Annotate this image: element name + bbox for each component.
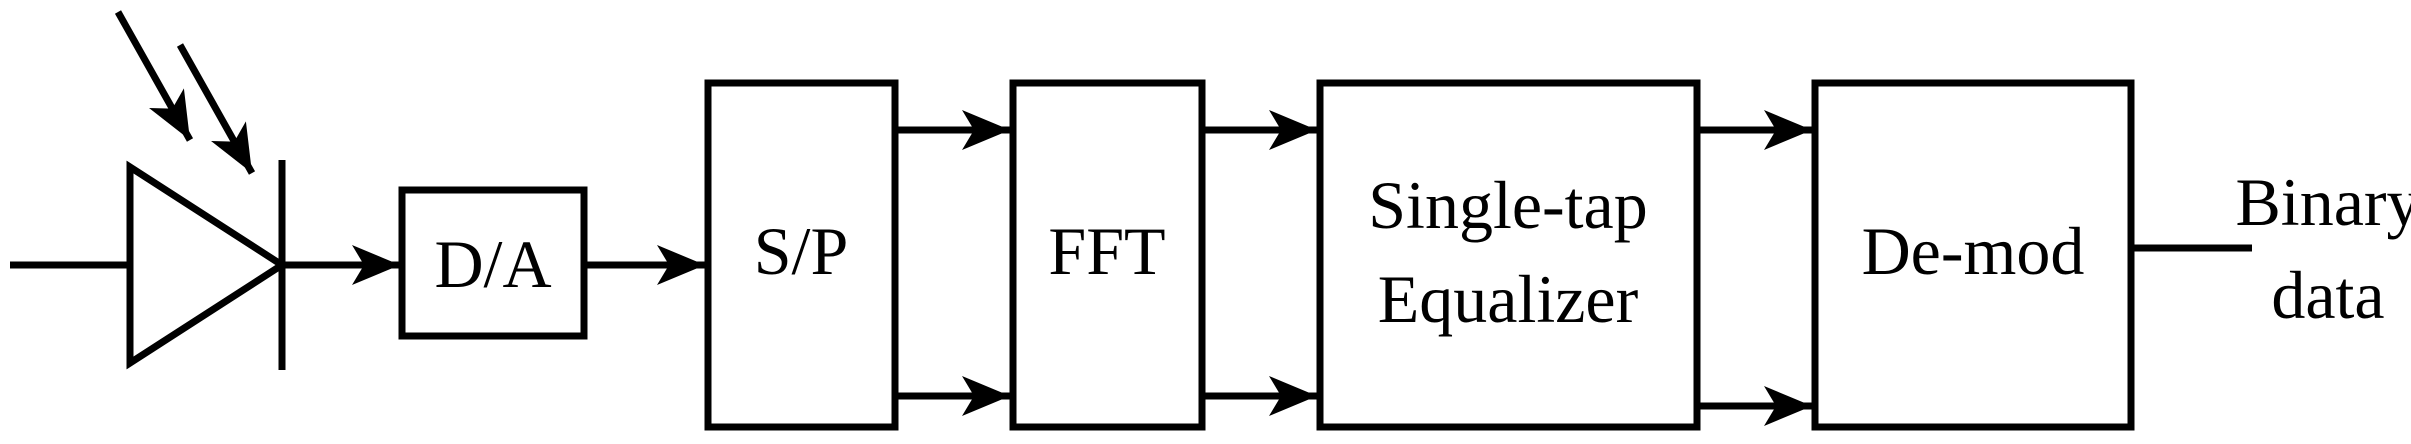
light-ray-1 <box>114 10 194 142</box>
fft-block: FFT <box>1009 79 1206 431</box>
demod-label: De-mod <box>1862 213 2085 289</box>
equalizer-block: Single-tap Equalizer <box>1316 79 1701 431</box>
light-ray-2 <box>176 43 256 175</box>
equalizer-label-line2: Equalizer <box>1378 261 1639 337</box>
photodiode-icon <box>10 10 289 370</box>
output-label-line2: data <box>2271 257 2384 333</box>
sp-block: S/P <box>704 79 899 431</box>
da-label: D/A <box>434 226 551 302</box>
fft-label: FFT <box>1048 213 1165 289</box>
equalizer-label-line1: Single-tap <box>1368 167 1648 243</box>
demod-block: De-mod <box>1811 79 2135 431</box>
sp-label: S/P <box>754 213 849 289</box>
da-block: D/A <box>398 186 588 340</box>
output-label-line1: Binary <box>2235 164 2411 240</box>
